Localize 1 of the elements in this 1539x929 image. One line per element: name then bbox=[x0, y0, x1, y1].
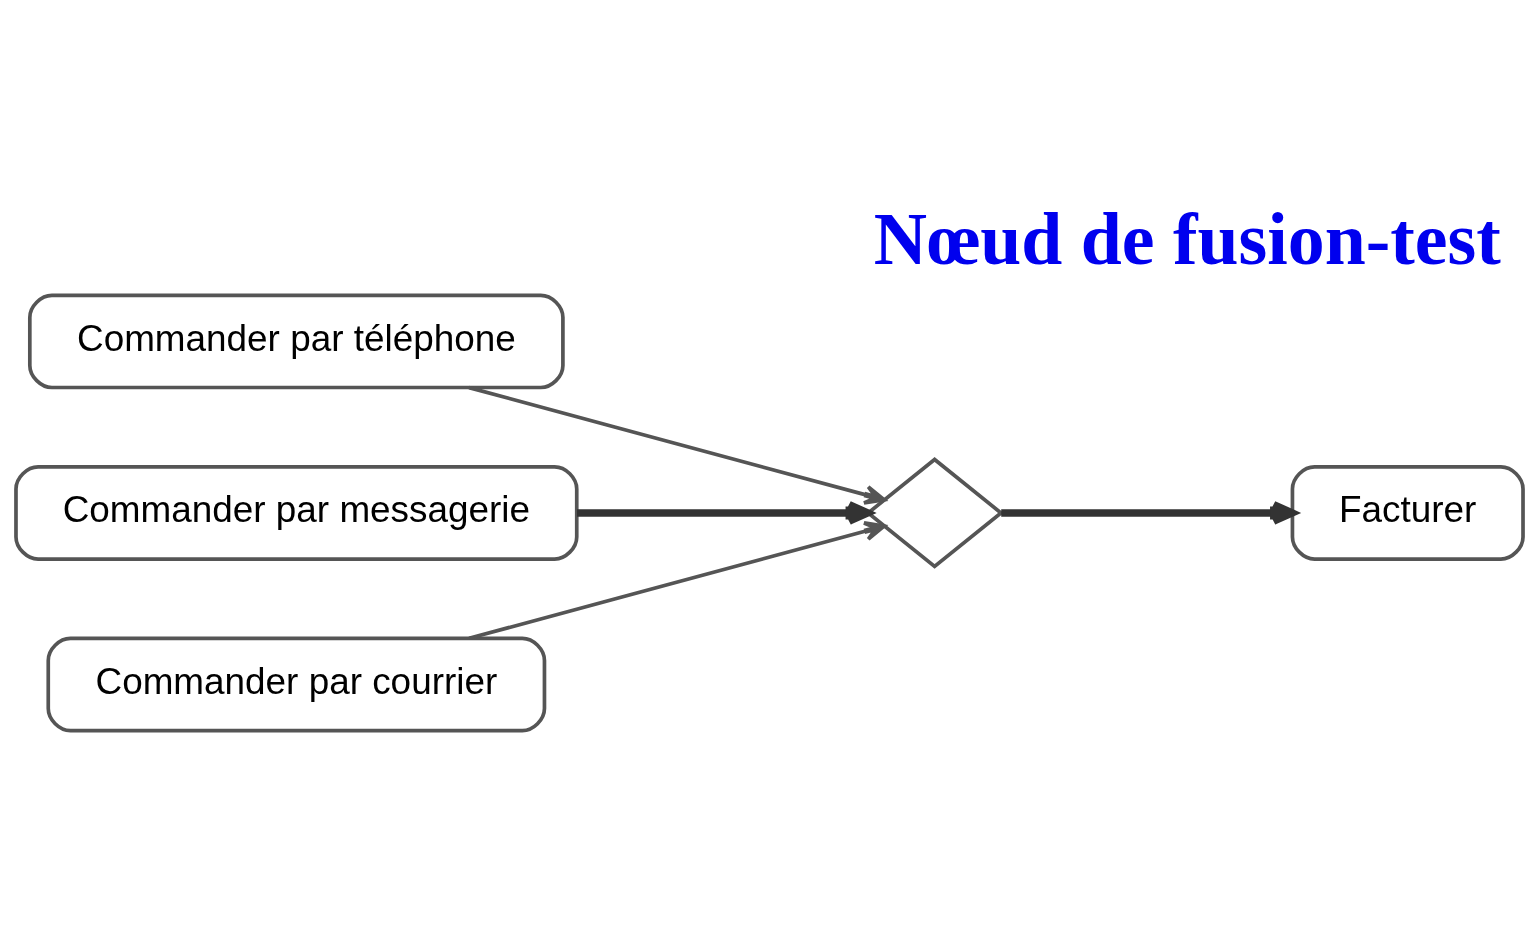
diagram-title: Nœud de fusion-test bbox=[873, 197, 1501, 280]
